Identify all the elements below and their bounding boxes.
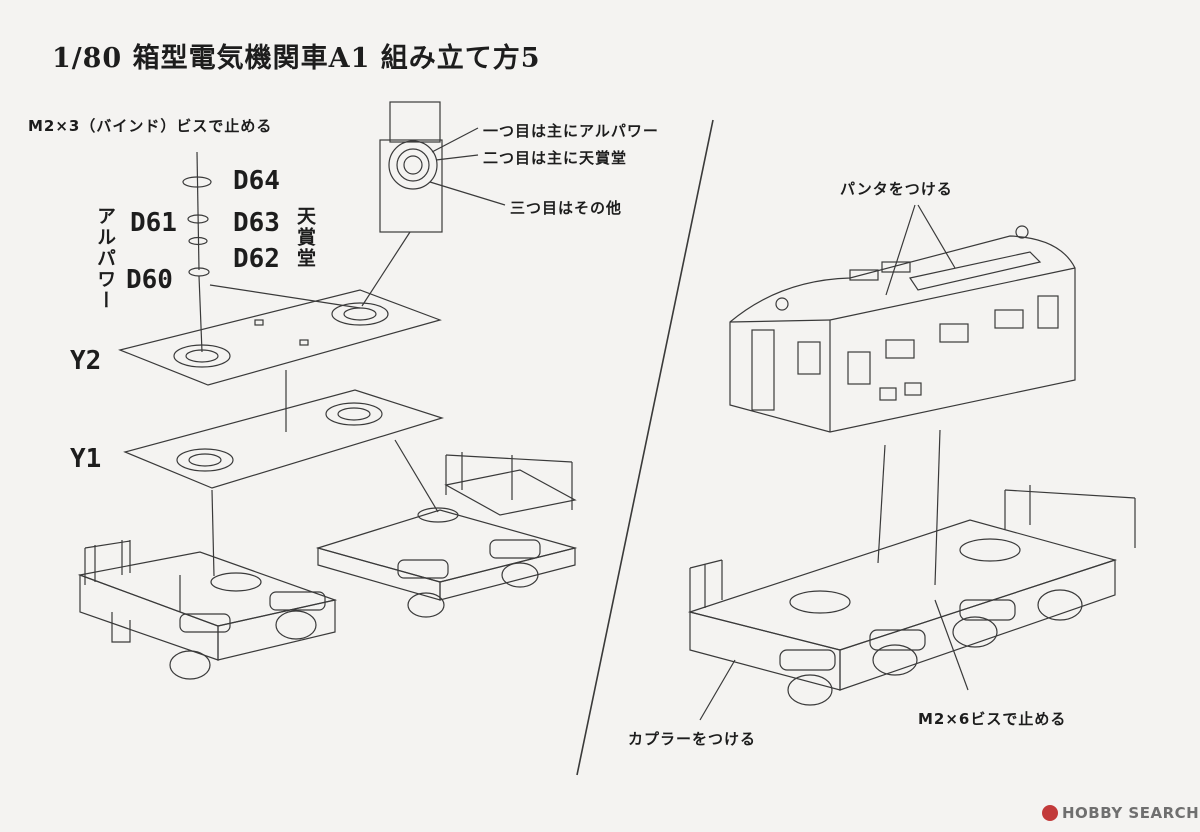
- watermark-text: HOBBY SEARCH: [1062, 804, 1200, 822]
- part-y1: Y1: [70, 444, 102, 474]
- part-d60: D60: [126, 265, 173, 295]
- part-d64: D64: [233, 166, 280, 196]
- part-d62: D62: [233, 244, 280, 274]
- screw-stack: [182, 151, 361, 353]
- plate-y2: [118, 289, 442, 386]
- alpower-label: アルパワー: [94, 206, 116, 311]
- front-chassis: [687, 485, 1136, 721]
- hole-note-2: 二つ目は主に天賞堂: [483, 149, 628, 167]
- pantograph-note: パンタをつける: [840, 180, 953, 198]
- screw-m2x6-note: M2×6ビスで止める: [918, 710, 1067, 728]
- coupler-note: カプラーをつける: [628, 730, 757, 748]
- screw-m2x3-note: M2×3（バインド）ビスで止める: [28, 117, 273, 135]
- tenshodo-label: 天賞堂: [294, 206, 316, 269]
- hole-note-1: 一つ目は主にアルパワー: [483, 122, 659, 140]
- hole-note-3: 三つ目はその他: [510, 199, 623, 217]
- part-d61: D61: [130, 208, 177, 238]
- watermark: HOBBY SEARCH: [1042, 804, 1199, 822]
- mount-hole-detail: [361, 101, 506, 307]
- page-title: 1/80 箱型電気機関車A1 組み立て方5: [52, 43, 541, 74]
- rear-chassis: [315, 452, 578, 618]
- left-chassis: [77, 540, 338, 680]
- locomotive-body: [729, 204, 1076, 586]
- hobby-search-logo-icon: [1042, 805, 1058, 821]
- part-y2: Y2: [70, 346, 102, 376]
- plate-y1: [123, 389, 445, 489]
- part-d63: D63: [233, 208, 280, 238]
- section-divider: [576, 119, 714, 776]
